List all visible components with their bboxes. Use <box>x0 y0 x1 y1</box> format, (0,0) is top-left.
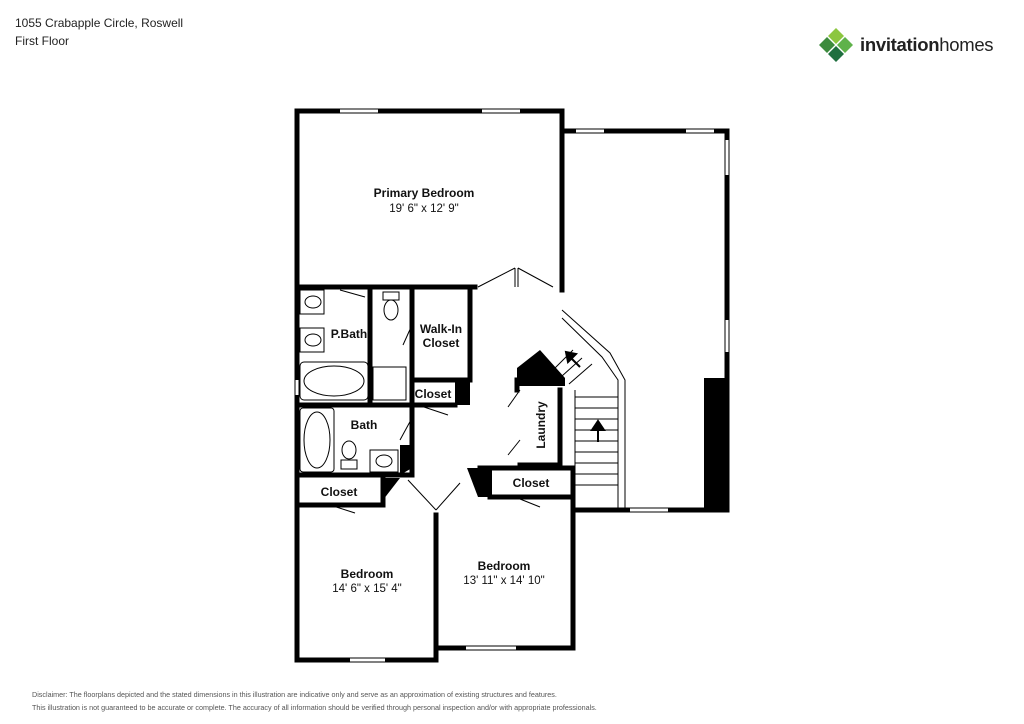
room-walkin-line1: Walk-In <box>420 322 462 336</box>
room-primary-bedroom-dims: 19' 6" x 12' 9" <box>389 203 458 215</box>
room-pbath-name: P.Bath <box>331 327 367 341</box>
room-closet-right-name: Closet <box>513 476 550 490</box>
invitation-homes-logo-icon <box>819 28 853 62</box>
property-address: 1055 Crabapple Circle, Roswell <box>15 16 184 30</box>
room-bedroom-left-dims: 14' 6" x 15' 4" <box>332 583 401 595</box>
disclaimer-line-1: Disclaimer: The floorplans depicted and … <box>32 690 557 699</box>
floor-label: First Floor <box>15 34 69 48</box>
disclaimer-line-2: This illustration is not guaranteed to b… <box>32 703 597 712</box>
room-bedroom-right-dims: 13' 11" x 14' 10" <box>463 575 544 587</box>
room-closet-small-name: Closet <box>415 387 452 401</box>
room-laundry-name: Laundry <box>534 401 548 449</box>
room-bedroom-right-name: Bedroom <box>478 559 531 573</box>
room-bath-name: Bath <box>351 418 378 432</box>
room-primary-bedroom-name: Primary Bedroom <box>374 186 475 200</box>
brand-logo-text: invitationhomes <box>860 34 994 55</box>
room-closet-left-name: Closet <box>321 485 358 499</box>
room-bedroom-left-name: Bedroom <box>341 567 394 581</box>
room-walkin-line2: Closet <box>423 336 460 350</box>
